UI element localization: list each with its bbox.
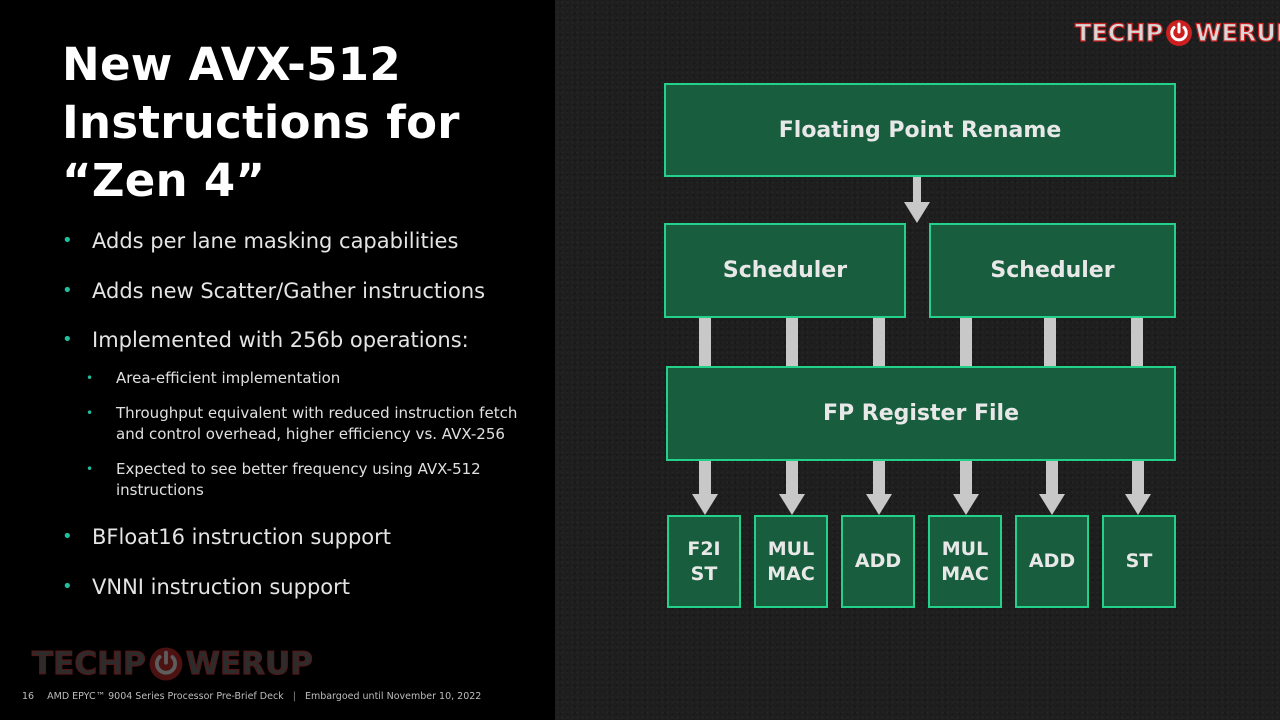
exec-unit-add: ADD [841, 515, 915, 608]
scheduler-box: Scheduler [929, 223, 1176, 318]
deck-name: AMD EPYC™ 9004 Series Processor Pre-Brie… [47, 691, 284, 702]
fp-rename-box: Floating Point Rename [664, 83, 1176, 177]
title-line: Instructions for [62, 96, 460, 149]
sub-bullet-item: Expected to see better frequency using A… [62, 459, 542, 501]
text-panel [0, 0, 555, 720]
scheduler-box: Scheduler [664, 223, 906, 318]
unit-label: MUL [941, 537, 989, 560]
unit-label: ST [690, 562, 718, 585]
title-line: “Zen 4” [62, 154, 266, 207]
connector-bar [786, 316, 798, 368]
page-number: 16 [22, 691, 35, 702]
down-arrow [692, 459, 718, 515]
bullet-item: Implemented with 256b operations: [62, 327, 542, 353]
unit-label: ADD [1028, 550, 1076, 572]
box-label: Scheduler [722, 258, 848, 283]
unit-label: ST [1125, 550, 1153, 572]
connector-bar [960, 316, 972, 368]
fp-register-file-box: FP Register File [666, 366, 1176, 461]
unit-label: F2I [687, 537, 721, 560]
connector-bar [1131, 316, 1143, 368]
exec-unit-f2i-st: F2I ST [667, 515, 741, 608]
exec-unit-st: ST [1102, 515, 1176, 608]
connector-bar [873, 316, 885, 368]
sub-bullet-item: Area-efficient implementation [62, 368, 542, 389]
down-arrow [1039, 459, 1065, 515]
footer-separator: | [292, 691, 296, 702]
down-arrow [953, 459, 979, 515]
bullet-item: VNNI instruction support [62, 574, 542, 600]
slide-footer: 16 AMD EPYC™ 9004 Series Processor Pre-B… [22, 691, 481, 702]
down-arrow [1125, 459, 1151, 515]
techpowerup-watermark: TECHP WERUP [1074, 18, 1280, 48]
slide-title: New AVX-512 Instructions for “Zen 4” [62, 36, 532, 210]
watermark-text: WERUP [185, 645, 313, 682]
box-label: Floating Point Rename [778, 117, 1062, 143]
watermark-text: WERUP [1194, 18, 1280, 47]
bullet-item: Adds new Scatter/Gather instructions [62, 278, 542, 304]
down-arrow [779, 459, 805, 515]
watermark-text: TECHP [31, 645, 146, 682]
watermark-text: TECHP [1074, 18, 1164, 47]
unit-label: ADD [854, 550, 902, 572]
box-label: FP Register File [822, 401, 1020, 426]
bullet-list: Adds per lane masking capabilities Adds … [62, 228, 542, 600]
power-icon [1166, 20, 1193, 46]
sub-bullet-item: Throughput equivalent with reduced instr… [62, 403, 542, 445]
power-icon [149, 647, 183, 681]
down-arrow [904, 176, 930, 223]
connector-bar [1044, 316, 1056, 368]
exec-unit-mul-mac: MUL MAC [754, 515, 828, 608]
embargo-notice: Embargoed until November 10, 2022 [304, 691, 482, 702]
exec-unit-add: ADD [1015, 515, 1089, 608]
down-arrow [866, 459, 892, 515]
bullet-item: BFloat16 instruction support [62, 524, 542, 550]
unit-label: MAC [941, 562, 989, 585]
bullet-item: Adds per lane masking capabilities [62, 228, 542, 254]
unit-label: MUL [767, 537, 815, 560]
box-label: Scheduler [990, 258, 1115, 283]
exec-unit-mul-mac: MUL MAC [928, 515, 1002, 608]
techpowerup-watermark: TECHP WERUP [31, 645, 313, 683]
title-line: New AVX-512 [62, 38, 401, 91]
unit-label: MAC [767, 562, 815, 585]
connector-bar [699, 316, 711, 368]
